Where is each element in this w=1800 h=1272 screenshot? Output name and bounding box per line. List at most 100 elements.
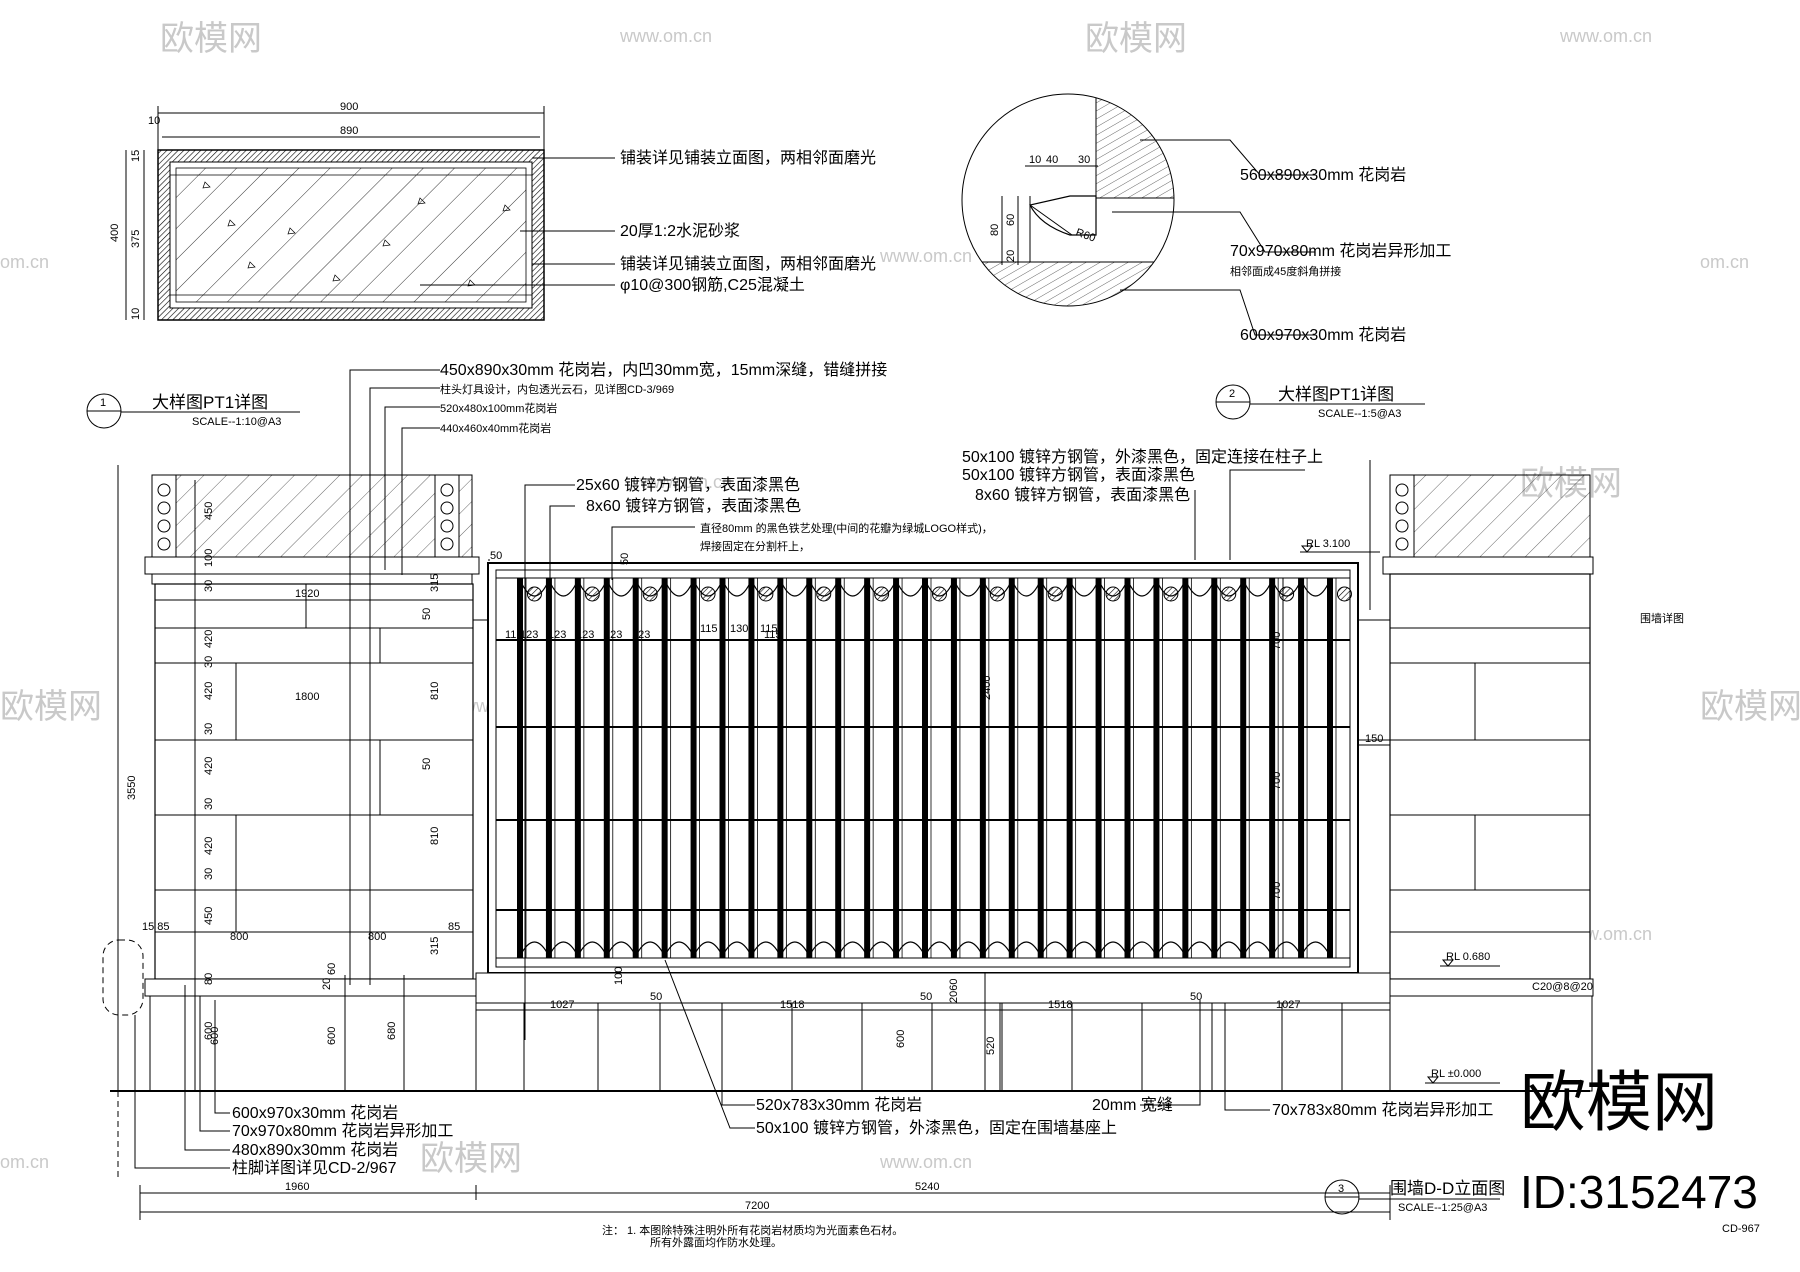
right-note: 50x100 镀锌方钢管，外漆黑色，固定连接在柱子上 (962, 448, 1323, 466)
fence-bar (806, 578, 813, 958)
dim-40: 40 (1046, 154, 1058, 166)
detail1-title-no: 1 (100, 397, 106, 409)
dim-3550: 3550 (126, 776, 138, 800)
top-note: 450x890x30mm 花岗岩，内凹30mm宽，15mm深缝，错缝拼接 (440, 361, 887, 379)
detail1-note: 20厚1:2水泥砂浆 (620, 222, 740, 240)
fence-rosette (642, 586, 658, 602)
left-dim-label: 450 (203, 907, 215, 925)
dim-50: 50 (1190, 991, 1202, 1003)
dim-315: 315 (429, 937, 441, 955)
stone-600x970 (962, 261, 1174, 306)
left-column-body (154, 583, 474, 980)
fence-bar (1182, 578, 1189, 958)
dim-10: 10 (1029, 154, 1041, 166)
fence-rosette (931, 586, 947, 602)
footnote: 所有外露面均作防水处理。 (650, 1235, 782, 1249)
dim-85-15: 85 (448, 921, 460, 933)
left-dim-label: 30 (203, 580, 215, 592)
dim-890: 890 (340, 125, 358, 137)
detail-2-section: 10 40 30 80 60 20 R60 560x890x30mm 花岗岩 7… (961, 93, 1451, 420)
left-column-cap (151, 474, 473, 558)
fence-bar (893, 578, 900, 958)
dim-700: 700 (1271, 632, 1283, 650)
fence-bar (632, 578, 639, 958)
sheet-number: CD-967 (1722, 1223, 1760, 1235)
dim-800: 800 (368, 931, 386, 943)
fence-dim-label: 115 (760, 623, 778, 635)
bottom-note: 70x970x80mm 花岗岩异形加工 (232, 1122, 453, 1140)
detail-1-section: 900 890 10 400 375 15 10 铺装详见铺装立面图，两相邻面磨… (86, 101, 876, 429)
dim-60: 60 (326, 963, 338, 975)
watermark-url: www.om.cn (879, 246, 972, 266)
bottom-note: 50x100 镀锌方钢管，外漆黑色，固定在围墙基座上 (756, 1119, 1117, 1137)
dim-80: 80 (989, 224, 1001, 236)
bottom-note: 柱脚详图详见CD-2/967 (232, 1159, 397, 1177)
dim-50: 50 (490, 550, 502, 562)
detail1-note: 铺装详见铺装立面图，两相邻面磨光 (620, 255, 876, 273)
fence-bar (979, 578, 986, 958)
dim-680: 680 (386, 1022, 398, 1040)
dim-60: 60 (1005, 214, 1017, 226)
fence-note: 8x60 镀锌方钢管，表面漆黑色 (586, 497, 801, 515)
watermark-url: www.om.cn (879, 1152, 972, 1172)
fence-rosette (874, 586, 890, 602)
dim-10: 10 (130, 308, 142, 320)
fence-dim-label: 123 (548, 629, 566, 641)
dim-15-85: 15 85 (142, 921, 170, 933)
dim-5240: 5240 (915, 1181, 939, 1193)
dim-1027: 1027 (550, 999, 574, 1011)
dim-50: 50 (650, 991, 662, 1003)
left-dim-label: 30 (203, 798, 215, 810)
dim-15: 15 (130, 150, 142, 162)
fence-rosette (1221, 586, 1237, 602)
bottom-note: 520x783x30mm 花岗岩 (756, 1096, 922, 1114)
watermark-brand: 欧模网 (0, 688, 102, 726)
right-column-cap (1389, 474, 1591, 558)
dim-400: 400 (109, 224, 121, 242)
detail1-note: φ10@300钢筋,C25混凝土 (620, 276, 805, 294)
dim-520: 520 (985, 1037, 997, 1055)
fence-bar (922, 578, 928, 958)
bottom-note: 20mm 宽缝 (1092, 1096, 1173, 1114)
fence-note: 直径80mm 的黑色铁艺处理(中间的花瓣为绿城LOGO样式)， (700, 521, 993, 535)
left-dim-label: 30 (203, 723, 215, 735)
dim-700: 700 (1271, 772, 1283, 790)
fence-rosette (1105, 586, 1121, 602)
detail2-title-no: 2 (1229, 388, 1235, 400)
stone-560x890 (1095, 94, 1174, 199)
fence-bar (1153, 578, 1160, 958)
fence-dim-label: 115 (764, 629, 782, 641)
watermark-url: www.om.cn (619, 26, 712, 46)
fence-base-cap (475, 972, 1391, 1004)
fence-dim-label: 123 (520, 629, 538, 641)
detail2-circle (961, 93, 1175, 307)
watermark-url: www.om.cn (639, 472, 732, 492)
fence-bar (864, 578, 871, 958)
fence-bar (1037, 578, 1044, 958)
fence-rosette (1047, 586, 1063, 602)
left-dim-label: 80 (203, 973, 215, 985)
fence-rosette (526, 586, 542, 602)
fence-rosette (758, 586, 774, 602)
elevation-scale: SCALE--1:25@A3 (1398, 1202, 1487, 1214)
fence-inner-frame (495, 569, 1351, 968)
dim-2060: 2060 (948, 979, 960, 1003)
base-joints (523, 1003, 1343, 1091)
side-label: 围墙详图 (1640, 611, 1684, 625)
dim-20: 20 (321, 978, 333, 990)
fence-dim-label: 123 (604, 629, 622, 641)
left-dim-label: 30 (203, 656, 215, 668)
dim-10: 10 (148, 115, 160, 127)
fence-rosette (1336, 586, 1352, 602)
left-dim-label: 600 (203, 1022, 215, 1040)
fence-rosette (989, 586, 1005, 602)
left-dim-label: 420 (203, 630, 215, 648)
dim-2400: 2400 (981, 676, 993, 700)
watermark-brand: 欧模网 (420, 1140, 522, 1178)
dim-100: 100 (613, 967, 625, 985)
brand-id-label: ID:3152473 (1520, 1166, 1758, 1218)
right-column-body (1389, 573, 1591, 980)
dim-1920: 1920 (295, 588, 319, 600)
detail2-note: 560x890x30mm 花岗岩 (1240, 166, 1406, 184)
